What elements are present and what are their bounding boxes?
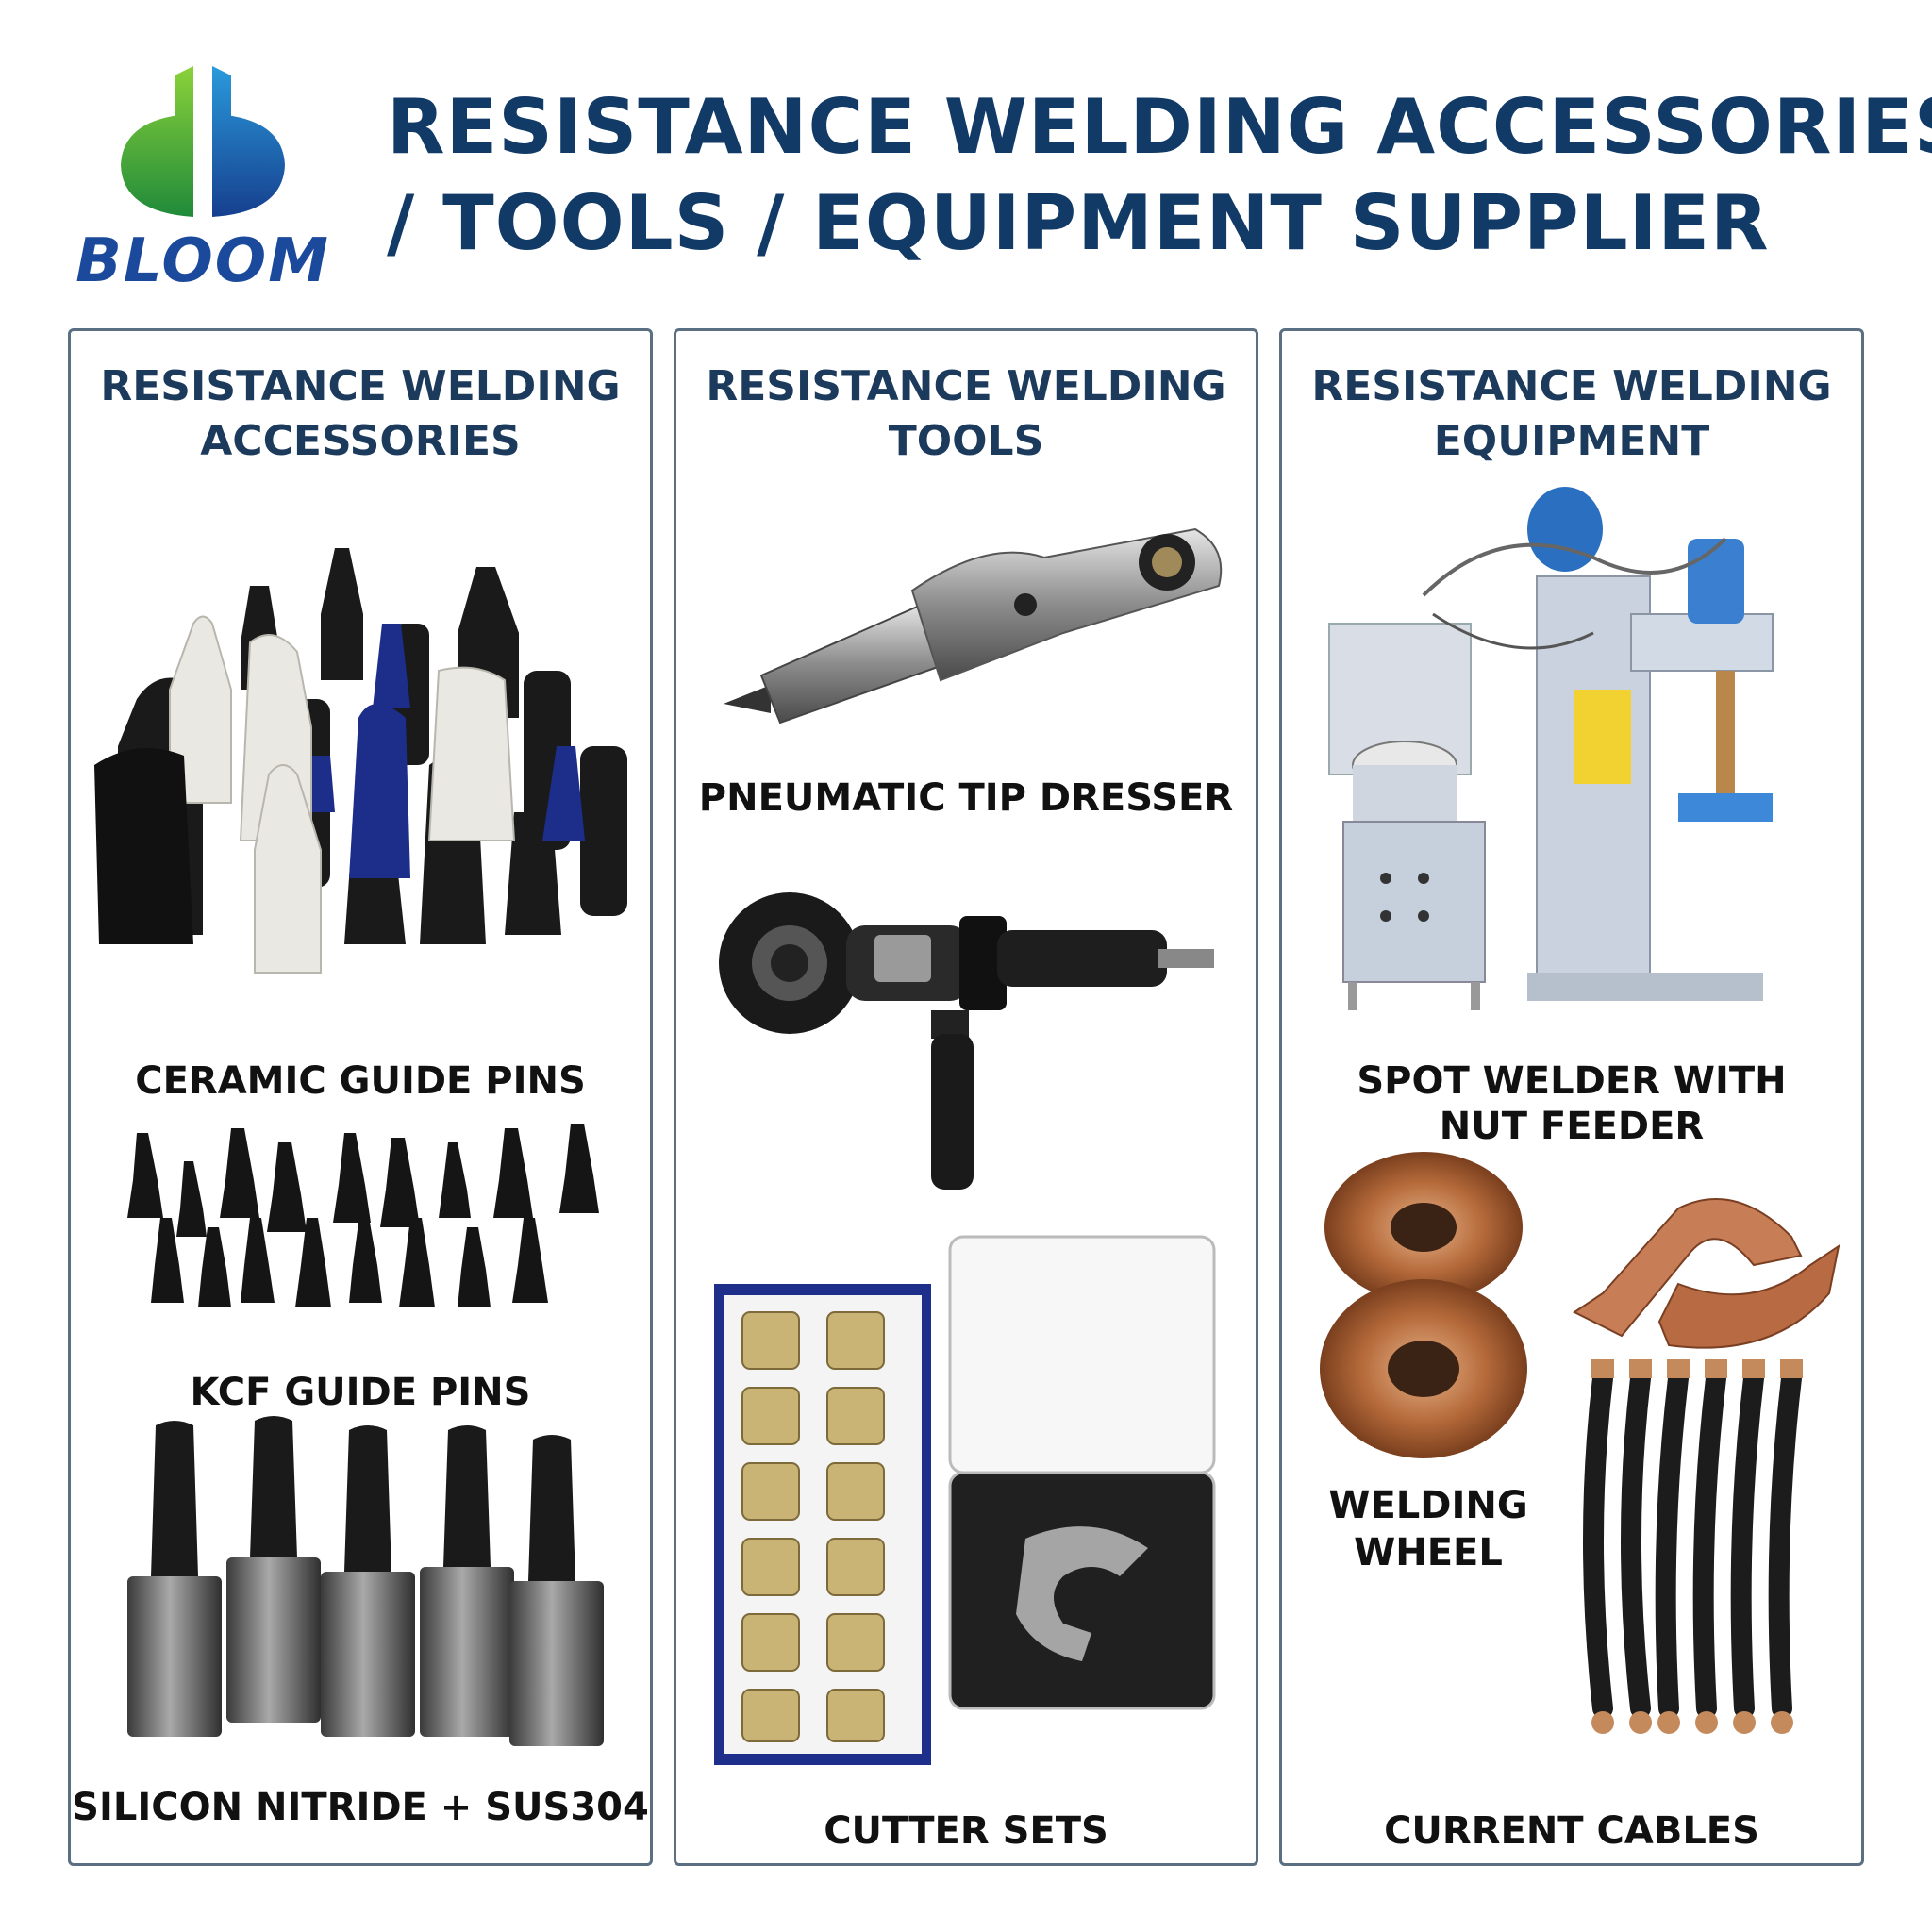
- panel-heading: RESISTANCE WELDING ACCESSORIES: [100, 362, 621, 465]
- item-label-silicon-nitride: SILICON NITRIDE + SUS304: [72, 1786, 649, 1829]
- cutter-sets-image: [714, 1235, 1216, 1765]
- page-title-line-1: RESISTANCE WELDING ACCESSORIES: [387, 83, 1932, 171]
- brand-name: BLOOM: [75, 226, 330, 296]
- item-label-cutter-sets: CUTTER SETS: [824, 1809, 1108, 1853]
- welding-wheel-image: [1320, 1152, 1527, 1458]
- copper-shunt-image: [1573, 1198, 1840, 1349]
- panel-equipment: RESISTANCE WELDING EQUIPMENT SPOT WELDER…: [1279, 328, 1864, 1866]
- item-label-spot-welder-line-2: NUT FEEDER: [1439, 1105, 1705, 1148]
- pneumatic-tip-dresser-image: [724, 527, 1223, 724]
- current-cables-image: [1583, 1359, 1803, 1734]
- brand-logo: BLOOM: [75, 57, 330, 296]
- panel-accessories: RESISTANCE WELDING ACCESSORIES: [68, 328, 653, 1866]
- item-label-welding-wheel-line-2: WHEEL: [1354, 1531, 1503, 1574]
- ceramic-guide-pins-image: [94, 548, 627, 974]
- item-label-spot-welder-line-1: SPOT WELDER WITH: [1357, 1059, 1787, 1103]
- spot-welder-image: [1328, 487, 1774, 1010]
- item-label-pneumatic-tip-dresser: PNEUMATIC TIP DRESSER: [698, 776, 1234, 820]
- logo-mark-icon: [121, 66, 285, 217]
- item-label-current-cables: CURRENT CABLES: [1384, 1809, 1759, 1853]
- item-label-kcf-guide-pins: KCF GUIDE PINS: [190, 1371, 531, 1414]
- panel-heading: RESISTANCE WELDING EQUIPMENT: [1311, 362, 1832, 465]
- item-label-welding-wheel-line-1: WELDING: [1328, 1484, 1528, 1527]
- page-title-line-2: / TOOLS / EQUIPMENT SUPPLIER: [387, 179, 1770, 267]
- silicon-nitride-pins-image: [127, 1416, 604, 1746]
- tip-dresser-handle-image: [719, 892, 1214, 1190]
- panel-tools: RESISTANCE WELDING TOOLS PNEUMATIC TIP D…: [674, 328, 1258, 1866]
- kcf-guide-pins-image: [127, 1124, 599, 1307]
- item-label-ceramic-guide-pins: CERAMIC GUIDE PINS: [135, 1059, 586, 1103]
- panel-heading: RESISTANCE WELDING TOOLS: [706, 362, 1226, 465]
